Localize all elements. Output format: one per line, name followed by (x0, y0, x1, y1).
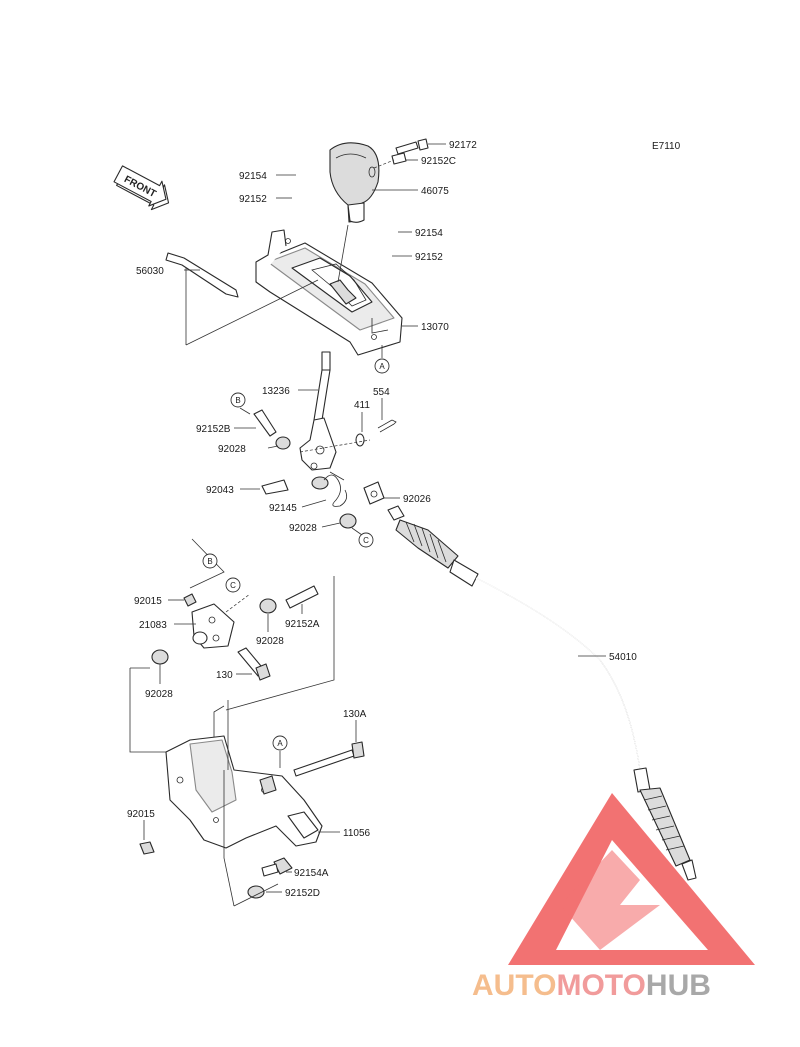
diagram-code: E7110 (652, 141, 681, 152)
part-label-130[interactable]: 130 (216, 670, 233, 681)
part-label-54010[interactable]: 54010 (609, 652, 637, 663)
watermark-triangle-inner (560, 850, 660, 950)
part-label-92152b[interactable]: 92152B (196, 424, 231, 435)
ref-marker-b-mid: B (202, 553, 218, 569)
shift-cable (387, 505, 697, 881)
watermark-triangle (508, 793, 755, 965)
part-label-411[interactable]: 411 (354, 400, 370, 411)
part-label-92172[interactable]: 92172 (449, 140, 477, 151)
ref-marker-c-top: C (351, 527, 374, 548)
shift-guide-plate (165, 229, 403, 356)
part-label-92015[interactable]: 92015 (127, 809, 155, 820)
part-label-92154a[interactable]: 92154A (294, 868, 329, 879)
watermark-logo: AUTOMOTOHUB (472, 793, 755, 1002)
part-label-92152c[interactable]: 92152C (421, 156, 456, 167)
ref-letter: A (379, 362, 385, 371)
part-label-92145[interactable]: 92145 (269, 503, 297, 514)
leader-lines (143, 143, 606, 893)
part-label-46075[interactable]: 46075 (421, 186, 449, 197)
ref-marker-b-top: B (230, 392, 251, 415)
part-label-13236[interactable]: 13236 (262, 386, 290, 397)
ref-markers: A B C B C A (202, 345, 390, 768)
svg-text:AUTOMOTOHUB: AUTOMOTOHUB (472, 969, 711, 1002)
part-label-92015[interactable]: 92015 (134, 596, 162, 607)
part-label-13070[interactable]: 13070 (421, 322, 449, 333)
part-label-92152a[interactable]: 92152A (285, 619, 320, 630)
part-label-92152[interactable]: 92152 (239, 194, 267, 205)
ref-letter: A (277, 739, 283, 748)
ref-letter: B (207, 557, 212, 566)
watermark-text-hub: HUB (646, 969, 711, 1002)
part-label-92152[interactable]: 92152 (415, 252, 443, 263)
part-label-92043[interactable]: 92043 (206, 485, 234, 496)
bracket-group (129, 538, 335, 753)
watermark-text-auto: AUTO (472, 969, 556, 1002)
ref-letter: B (235, 396, 240, 405)
part-label-92028[interactable]: 92028 (289, 523, 317, 534)
ref-letter: C (363, 536, 369, 545)
ref-marker-a-bottom: A (272, 735, 288, 768)
part-label-92028[interactable]: 92028 (256, 636, 284, 647)
part-label-130a[interactable]: 130A (343, 709, 367, 720)
watermark-text-moto: MOTO (556, 969, 645, 1002)
part-label-56030[interactable]: 56030 (136, 266, 164, 277)
part-label-92152d[interactable]: 92152D (285, 888, 320, 899)
part-labels: 92172 92152C 46075 92154 92152 92154 921… (127, 140, 637, 899)
shift-knob (329, 138, 429, 223)
part-label-92154[interactable]: 92154 (239, 171, 267, 182)
part-label-21083[interactable]: 21083 (139, 620, 167, 631)
part-label-554[interactable]: 554 (373, 387, 390, 398)
part-label-92026[interactable]: 92026 (403, 494, 431, 505)
front-arrow-icon: FRONT (113, 165, 170, 211)
part-label-92028[interactable]: 92028 (145, 689, 173, 700)
ref-marker-c-mid: C (225, 577, 241, 593)
ref-marker-a-top: A (374, 345, 390, 374)
mounting-bracket (139, 700, 365, 907)
part-label-11056[interactable]: 11056 (343, 828, 371, 839)
shift-lever (253, 224, 397, 529)
ref-letter: C (230, 581, 236, 590)
part-label-92154[interactable]: 92154 (415, 228, 443, 239)
part-label-92028[interactable]: 92028 (218, 444, 246, 455)
